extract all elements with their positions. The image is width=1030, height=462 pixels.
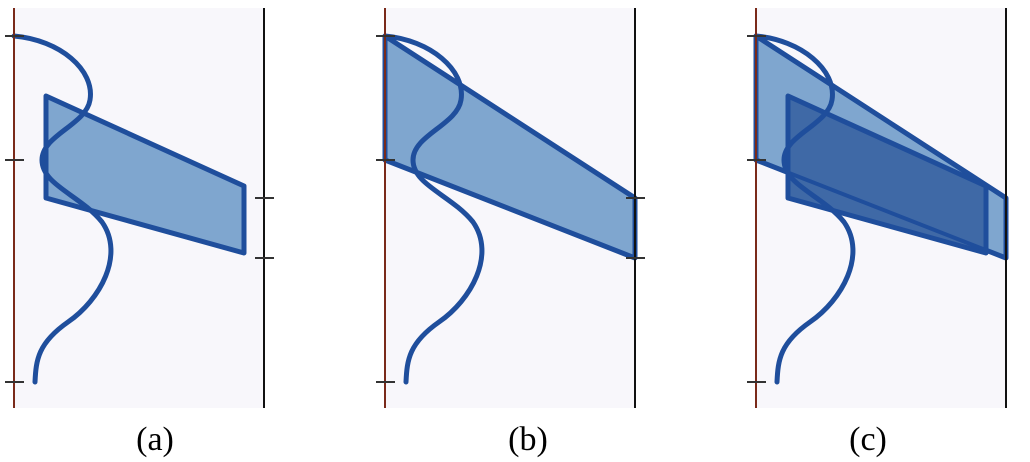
panel-b-caption: (b) — [508, 421, 548, 458]
panel-a — [5, 8, 274, 408]
panel-a-curve — [11, 33, 114, 385]
panel-b-curve — [382, 33, 485, 385]
panel-c-curve — [753, 33, 856, 385]
panel-c-inner-edge — [754, 34, 1008, 200]
panel-c-caption: (c) — [849, 421, 887, 458]
panel-b — [376, 8, 645, 408]
panel-c — [747, 8, 1009, 408]
panel-c-inner-trapezoid — [785, 93, 989, 256]
panel-a-caption: (a) — [136, 421, 174, 458]
panel-a-trapezoid — [43, 93, 247, 256]
panel-c-inner-edge — [755, 158, 1007, 260]
